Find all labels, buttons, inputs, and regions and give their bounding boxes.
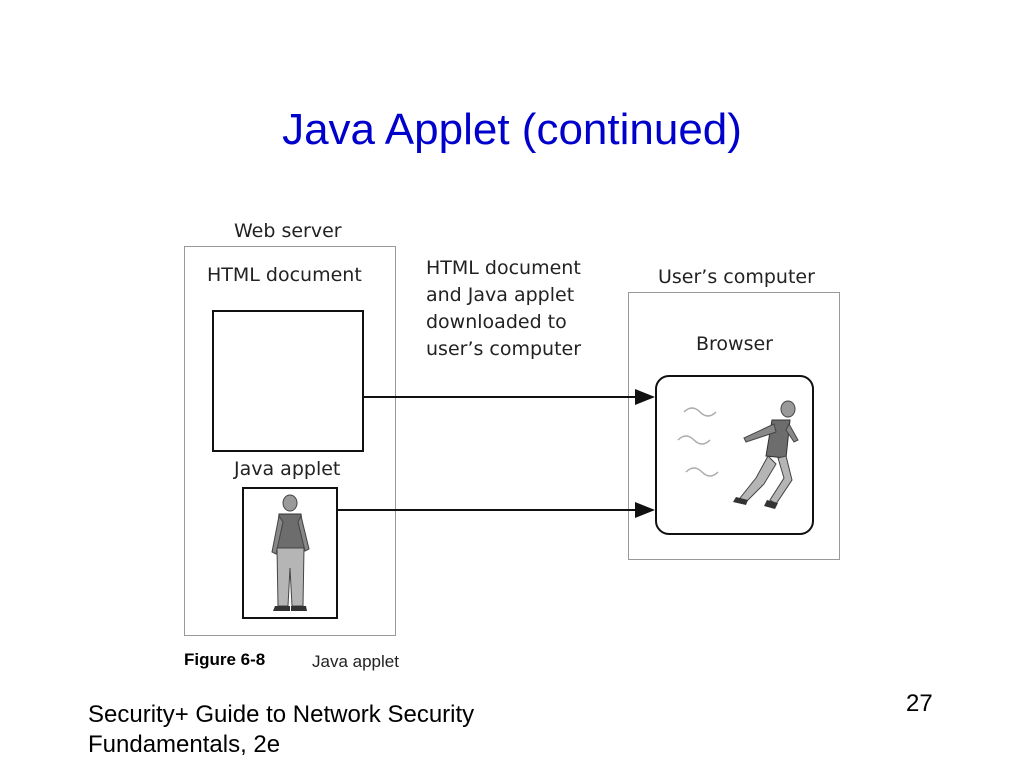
slide-title: Java Applet (continued) [282,105,742,154]
transfer-line: and Java applet [426,284,575,306]
browser-label: Browser [696,333,773,355]
figure-caption: Java applet [312,652,399,671]
java-applet-label: Java applet [234,458,341,480]
transfer-line: downloaded to [426,311,567,333]
html-document-label: HTML document [207,264,362,286]
html-document-box [212,310,364,452]
standing-person-icon [271,494,310,611]
transfer-line: user’s computer [426,338,582,360]
transfer-line: HTML document [426,257,581,279]
running-person-icon [677,400,799,509]
users-computer-box [628,292,840,560]
web-server-box [184,246,396,636]
browser-box [655,375,814,535]
page-number: 27 [906,690,933,717]
transfer-description: HTML document and Java applet downloaded… [426,255,581,363]
footer-line: Security+ Guide to Network Security [88,701,475,728]
users-computer-label: User’s computer [658,266,815,288]
figure-number: Figure 6-8 [184,650,266,669]
footer-text: Security+ Guide to Network Security Fund… [88,700,474,760]
java-applet-box [242,487,338,619]
web-server-label: Web server [234,220,342,242]
footer-line: Fundamentals, 2e [88,731,281,758]
